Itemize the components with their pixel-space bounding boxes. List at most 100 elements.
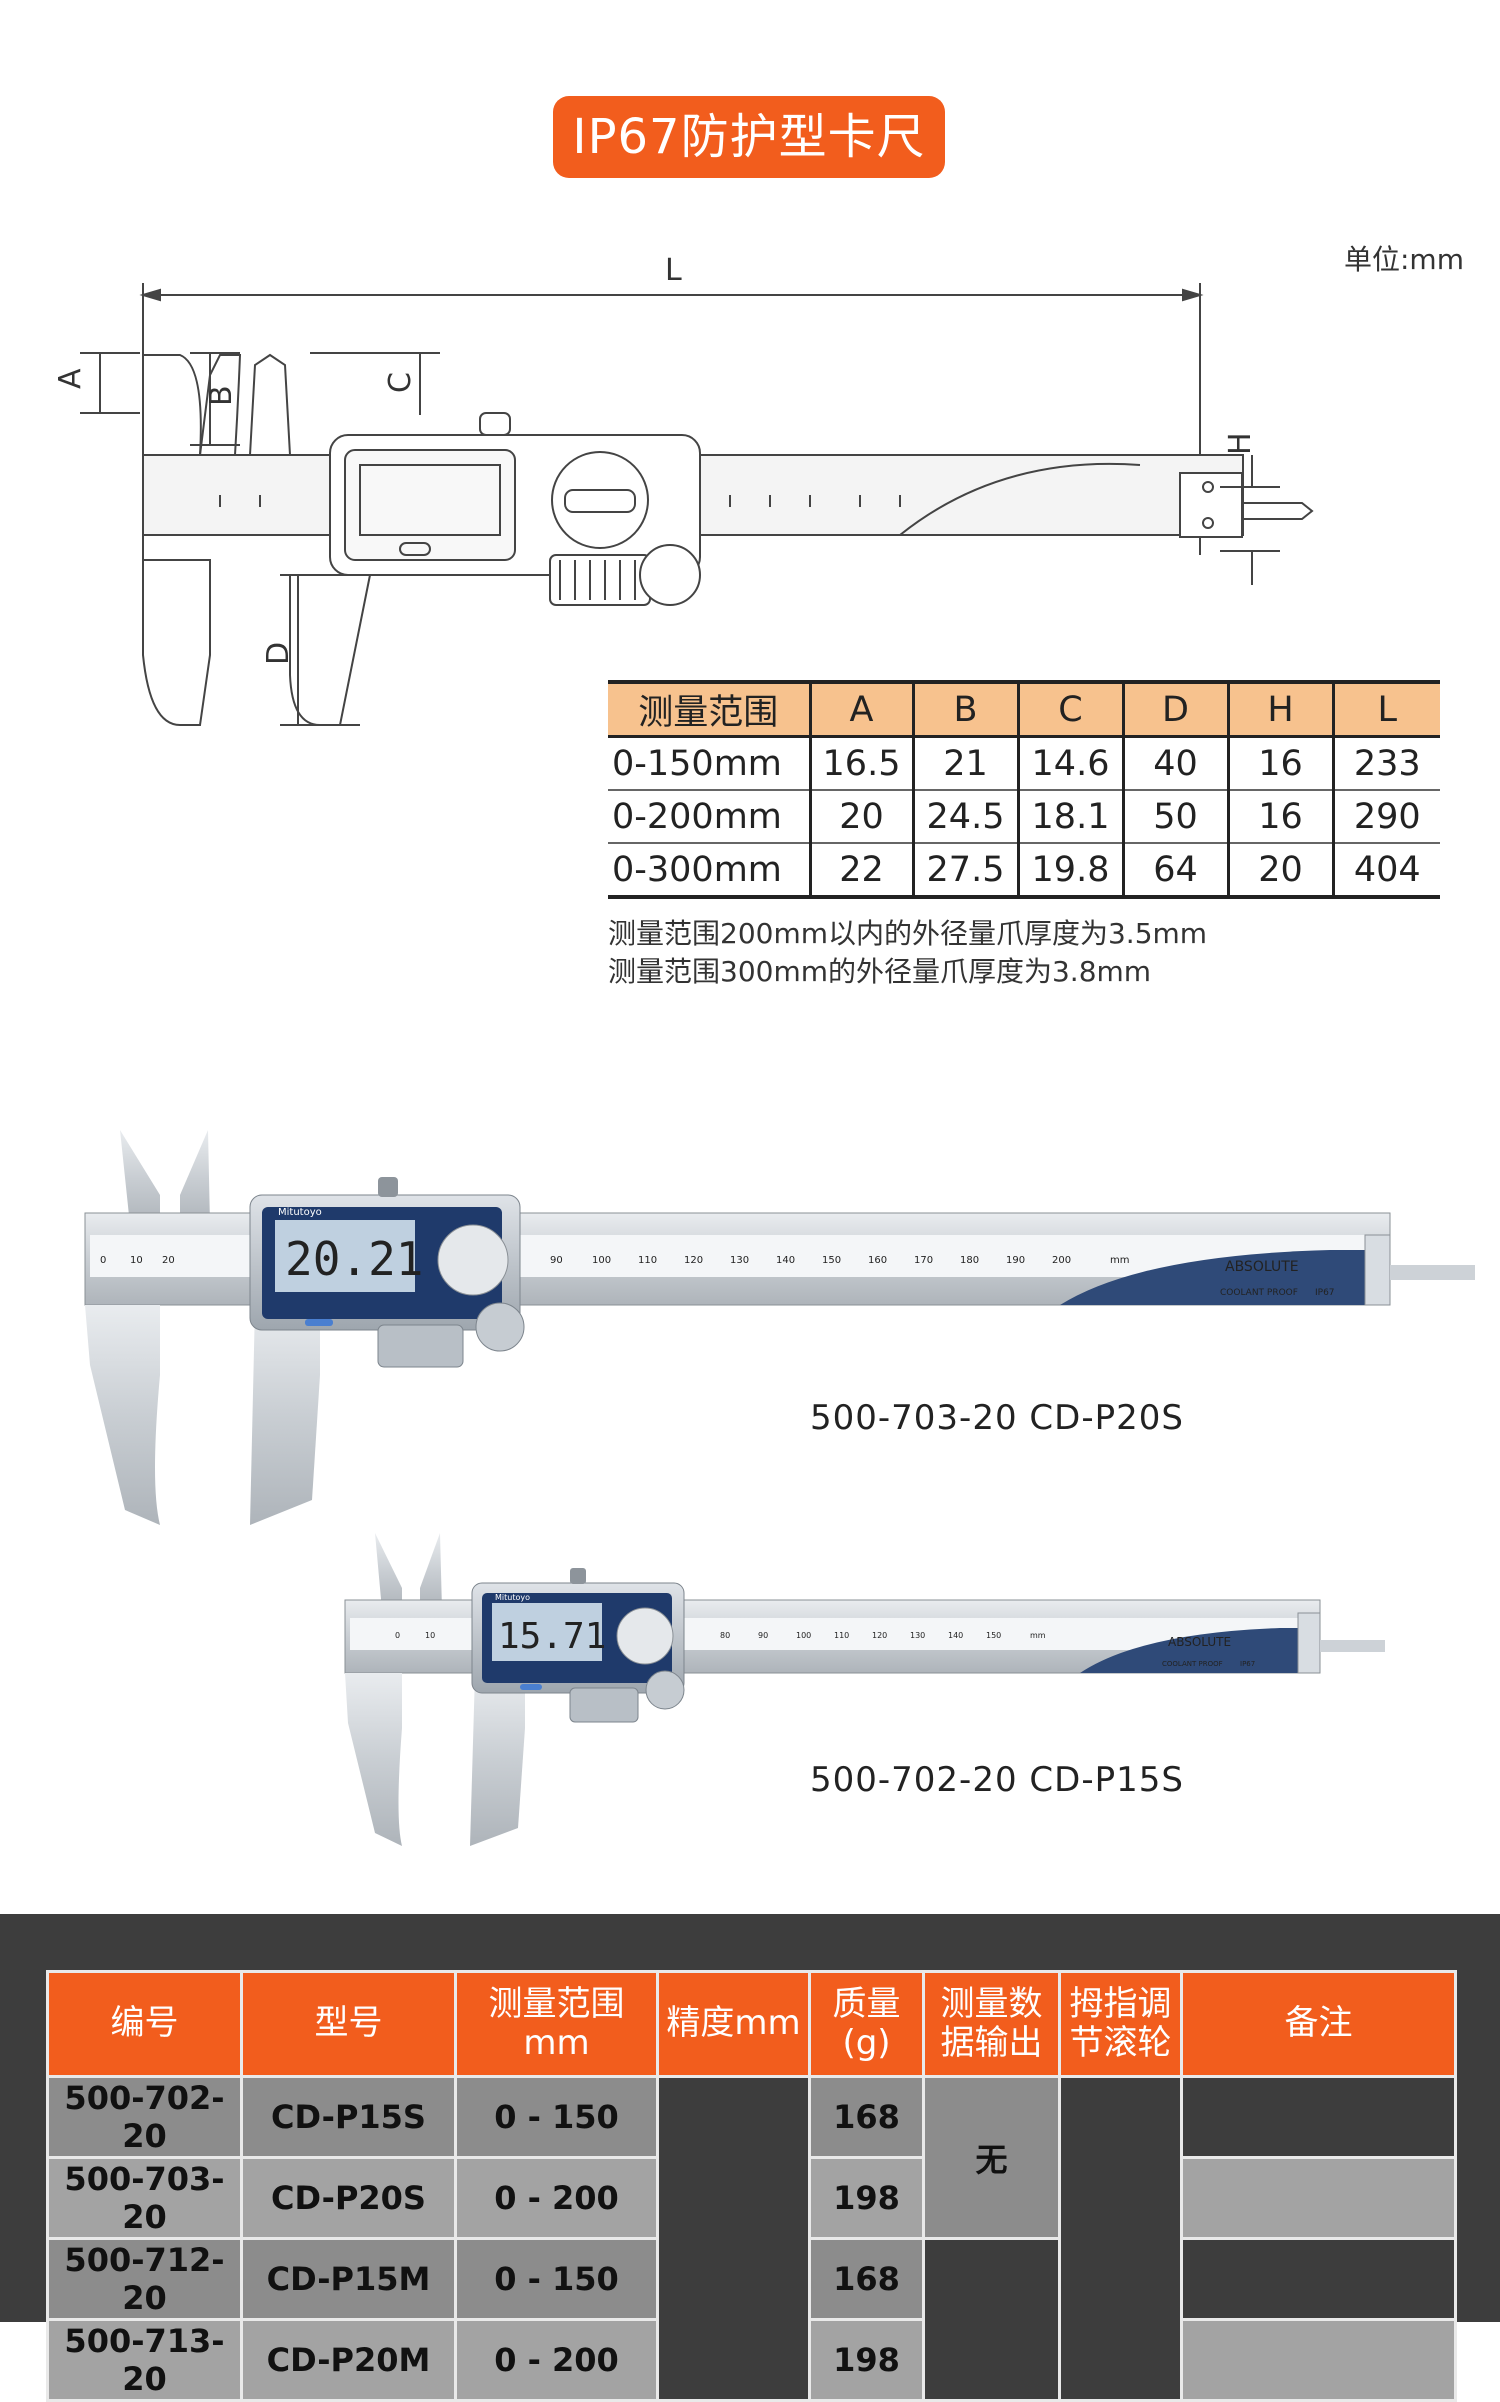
scale-label: 140 [776,1255,795,1266]
spec-data-output: 无 [922,2075,1061,2240]
cell: 14.6 [1018,736,1125,791]
spec-col-model: 型号 [240,1970,457,2078]
cell: 64 [1123,843,1230,897]
cell: 0-200mm [608,790,812,844]
spec-mass: 198 [808,2318,925,2402]
scale-label: 0 [395,1631,400,1640]
spec-mass: 168 [808,2237,925,2321]
cell: 27.5 [913,843,1020,897]
spec-table-header: 编号 型号 测量范围mm 精度mm 质量(g) 测量数据输出 拇指调节滚轮 备注 [46,1970,1457,2078]
spec-range: 0 - 150 [454,2075,659,2159]
spec-col-mass: 质量(g) [808,1970,925,2078]
spec-mass: 168 [808,2075,925,2159]
spec-mass: 198 [808,2156,925,2240]
brand-label: Mitutoyo [278,1207,322,1218]
cell: 22 [810,843,915,897]
scale-label: 0 [100,1255,106,1266]
absolute-badge: ABSOLUTE [1225,1259,1299,1275]
spec-remarks [1180,2156,1457,2240]
coolant-proof-label: COOLANT PROOF [1220,1288,1298,1298]
dim-label-C: C [383,372,418,393]
dim-col-a: A [810,682,915,738]
dim-col-l: L [1333,682,1440,738]
spec-code: 500-712-20 [46,2237,243,2321]
cell: 24.5 [913,790,1020,844]
spec-col-thumb-roller: 拇指调节滚轮 [1058,1970,1183,2078]
spec-table: 编号 型号 测量范围mm 精度mm 质量(g) 测量数据输出 拇指调节滚轮 备注… [46,1970,1457,2402]
scale-label: 80 [720,1631,730,1640]
table-row: 500-703-20 CD-P20S 0 - 200 198 [46,2156,1457,2240]
jaw-thickness-note-2: 测量范围300mm的外径量爪厚度为3.8mm [608,955,1152,988]
model-caption-cd-p15s: 500-702-20 CD-P15S [810,1760,1184,1800]
spec-thumb-roller [1058,2075,1183,2402]
absolute-badge: ABSOLUTE [1168,1635,1231,1649]
cell: 18.1 [1018,790,1125,844]
page-title: IP67防护型卡尺 [553,96,945,178]
dim-label-D: D [261,642,296,665]
spec-model: CD-P20M [240,2318,457,2402]
scale-label: 160 [868,1255,887,1266]
scale-label: 190 [1006,1255,1025,1266]
dimension-table-header: 测量范围 A B C D H L [608,682,1440,738]
dim-label-A: A [53,368,88,389]
spec-accuracy [656,2075,811,2402]
spec-col-code: 编号 [46,1970,243,2078]
cell: 16 [1228,736,1335,791]
cell: 16.5 [810,736,915,791]
cell: 20 [1228,843,1335,897]
scale-label: 100 [592,1255,611,1266]
unit-label: 单位:mm [1344,243,1464,276]
dim-col-b: B [913,682,1020,738]
lcd-reading: 20.21 [285,1232,423,1286]
spec-code: 500-702-20 [46,2075,243,2159]
ip67-label: IP67 [1240,1660,1255,1668]
scale-label: 150 [986,1631,1001,1640]
spec-model: CD-P15S [240,2075,457,2159]
scale-label: mm [1030,1631,1046,1640]
scale-label: 180 [960,1255,979,1266]
spec-range: 0 - 200 [454,2156,659,2240]
cell: 233 [1333,736,1440,791]
spec-code: 500-713-20 [46,2318,243,2402]
spec-data-output [922,2237,1061,2402]
scale-label: 90 [758,1631,768,1640]
cell: 50 [1123,790,1230,844]
cell: 404 [1353,849,1421,890]
scale-label: 150 [822,1255,841,1266]
scale-label: 120 [684,1255,703,1266]
cell: 290 [1333,790,1440,844]
table-row: 500-702-20 CD-P15S 0 - 150 168 无 [46,2075,1457,2402]
jaw-thickness-note-1: 测量范围200mm以内的外径量爪厚度为3.5mm [608,917,1208,950]
spec-remarks [1180,2318,1457,2402]
spec-col-remarks: 备注 [1180,1970,1457,2078]
cell: 0-300mm [608,843,812,897]
cell: 19.8 [1018,843,1125,897]
dim-col-c: C [1018,682,1125,738]
scale-label: 170 [914,1255,933,1266]
dim-col-h: H [1228,682,1335,738]
spec-col-data-output: 测量数据输出 [922,1970,1061,2078]
scale-label: 110 [638,1255,657,1266]
scale-label: 130 [910,1631,925,1640]
scale-label: 200 [1052,1255,1071,1266]
lcd-reading: 15.71 [498,1616,606,1657]
spec-model: CD-P20S [240,2156,457,2240]
cell: 40 [1123,736,1230,791]
dim-label-B: B [204,385,239,406]
scale-label: 130 [730,1255,749,1266]
spec-col-accuracy: 精度mm [656,1970,811,2078]
table-row: 0-300mm 22 27.5 19.8 64 20 404 [608,843,1440,897]
caliper-photo-cd-p15s: 15.71 Mitutoyo 0 10 80 90 100 110 120 13… [344,1533,1385,1846]
cell: 0-150mm [608,736,812,791]
dimension-table: 测量范围 A B C D H L 0-150mm 16.5 21 14.6 40… [608,680,1440,899]
ip67-label: IP67 [1315,1288,1335,1298]
brand-label: Mitutoyo [495,1593,530,1602]
dim-col-d: D [1123,682,1230,738]
scale-label: 10 [425,1631,435,1640]
table-row: 0-150mm 16.5 21 14.6 40 16 233 [608,736,1440,791]
coolant-proof-label: COOLANT PROOF [1162,1660,1223,1668]
cell: 16 [1228,790,1335,844]
scale-label: 10 [130,1255,143,1266]
scale-label: 90 [550,1255,563,1266]
scale-label: 100 [796,1631,811,1640]
